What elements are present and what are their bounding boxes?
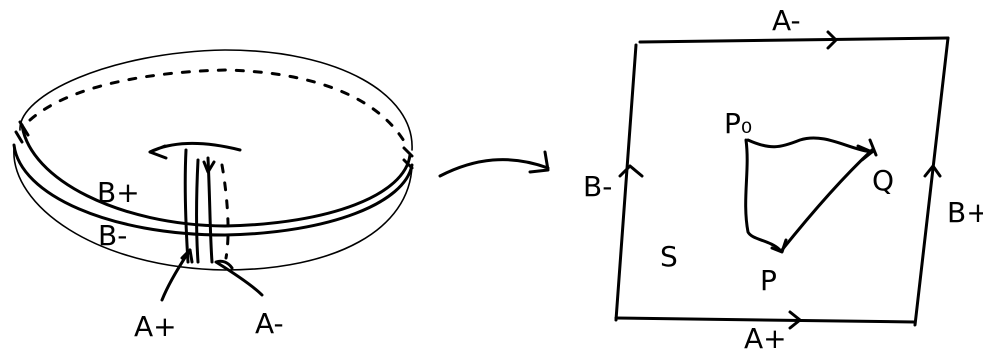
label-q: Q	[872, 164, 894, 197]
arrow-left-edge	[618, 164, 644, 178]
label-s: S	[660, 240, 678, 273]
label-b-minus-right: B-	[583, 170, 612, 203]
map-arrow-head	[528, 150, 550, 174]
rim-band-b-minus	[12, 143, 414, 237]
path-p0-to-q	[746, 136, 874, 154]
square-figure: A- A+ B- B+ P₀ Q P S	[583, 4, 983, 351]
label-a-plus-bottom: A+	[744, 322, 787, 351]
label-p: P	[760, 264, 777, 297]
square-left-edge	[614, 43, 638, 322]
tube-top-loop	[148, 142, 242, 160]
pointer-a-plus	[160, 248, 194, 302]
square-right-edge	[913, 36, 950, 327]
label-a-minus-left: A-	[255, 307, 284, 340]
rim-band-b-plus	[20, 123, 412, 228]
arrow-bottom-edge	[788, 310, 802, 330]
tube-dashed-right	[220, 163, 230, 260]
arrowhead-p	[770, 238, 788, 254]
pointer-a-minus	[214, 259, 264, 297]
label-b-plus-right: B+	[947, 196, 983, 229]
rim-right-cut-mark	[402, 146, 414, 170]
square-bottom-edge	[614, 316, 916, 324]
map-arrow	[438, 150, 550, 178]
path-near-q-tick	[868, 138, 878, 157]
disc-figure: B+ B- A+ A-	[12, 49, 414, 343]
disc-top-ellipse	[19, 49, 413, 151]
tube-right-wall	[206, 156, 214, 264]
tube-inner-left	[195, 158, 200, 264]
arrow-top-edge	[826, 30, 838, 50]
label-p0: P₀	[724, 107, 752, 140]
disc-outer-rim	[13, 147, 413, 271]
disc-dashed-back-edge	[28, 68, 410, 150]
square-top-edge	[638, 36, 950, 44]
tube-left-wall	[183, 148, 190, 264]
map-arrow-shaft	[438, 158, 550, 178]
label-b-minus: B-	[98, 219, 127, 252]
path-p-to-p0	[744, 138, 782, 252]
arrow-right-edge	[923, 164, 942, 178]
path-q-to-p	[780, 148, 874, 252]
label-b-plus: B+	[97, 176, 140, 209]
label-a-plus-left: A+	[134, 310, 177, 343]
rim-left-cut-mark	[14, 120, 30, 144]
tube-arrow-mark	[202, 160, 216, 174]
label-a-minus-top: A-	[772, 4, 801, 37]
